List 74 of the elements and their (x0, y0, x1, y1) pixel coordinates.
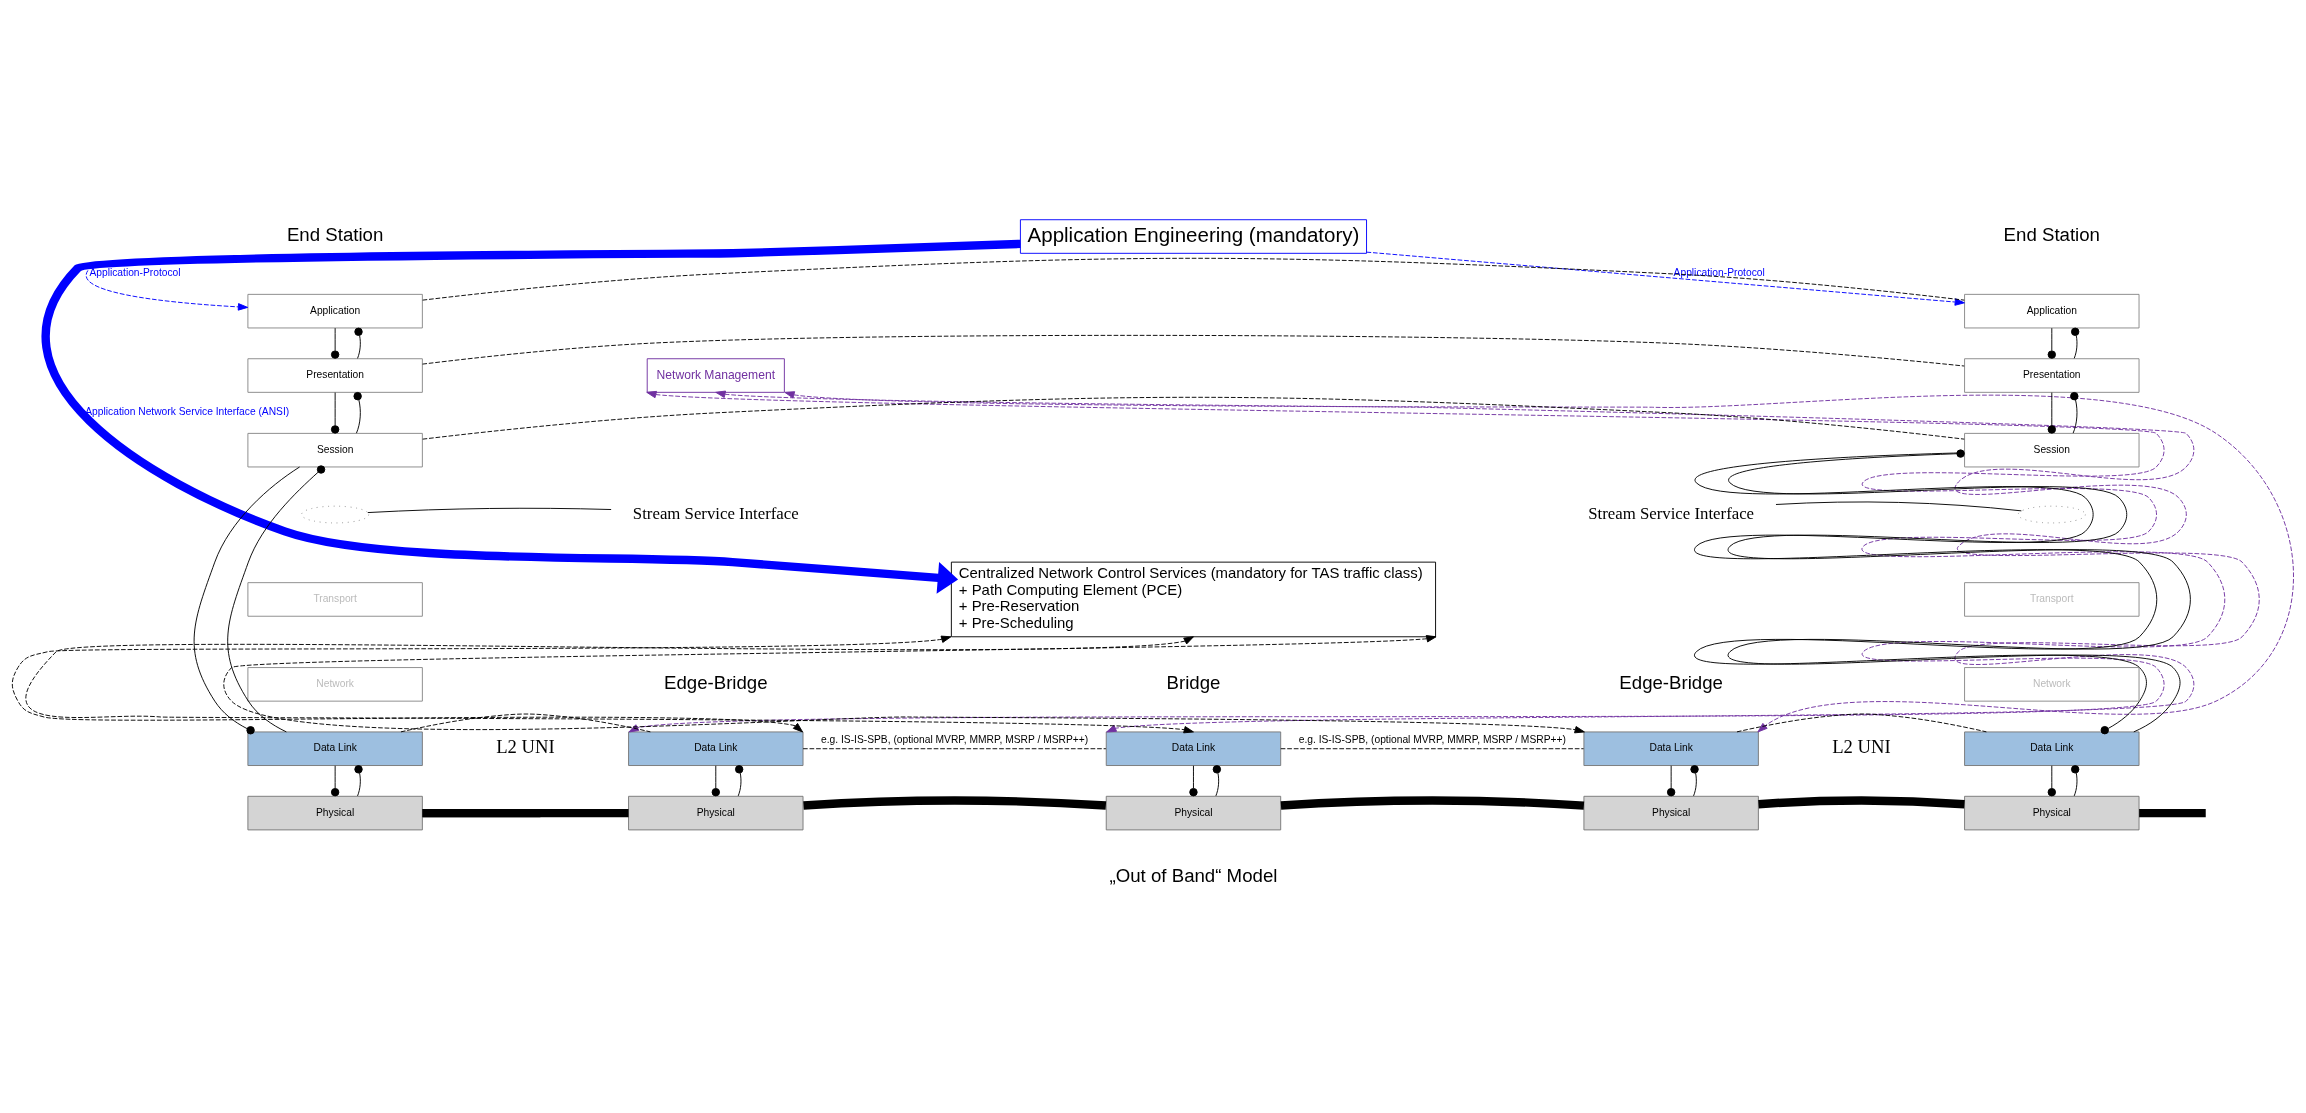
edge-label: Application-Protocol (1673, 266, 1765, 278)
arrow (85, 242, 1021, 311)
node-box: Application (247, 293, 423, 328)
connector (1280, 747, 1585, 749)
label: „Out of Band“ Model (1109, 864, 1278, 886)
connector (2047, 327, 2056, 359)
node-text: Stream Service Interface (632, 503, 799, 523)
connector (1666, 764, 1676, 796)
label: End Station (2003, 223, 2100, 245)
connector (354, 327, 363, 359)
label: Edge-Bridge (663, 671, 768, 693)
connector (803, 795, 1107, 810)
node-box: Data Link (1583, 730, 1759, 766)
connector (354, 764, 363, 796)
node-box: Application Engineering (mandatory) (1019, 218, 1367, 254)
connector (735, 764, 744, 796)
node-box: Data Link (247, 730, 423, 766)
node-box: Data Link (628, 730, 804, 766)
label: L2 UNI (496, 735, 555, 757)
node-box: Centralized Network Control Services (mandatory for TAS traffic class) + Path Computing Element (PCE) + Pre-Reservation + Pre-Scheduling (950, 561, 1437, 637)
label: L2 UNI (1832, 735, 1891, 757)
node-box: Transport (1964, 581, 2140, 617)
connector (422, 396, 1965, 440)
connector (227, 464, 326, 732)
node-box: Session (1964, 432, 2140, 467)
node-box: Presentation (247, 357, 423, 393)
connector (1758, 795, 1965, 808)
node-box: Physical (1105, 795, 1282, 830)
node-box: Session (247, 432, 423, 467)
connector (422, 257, 1965, 301)
connector (422, 808, 629, 817)
connector (1189, 764, 1198, 796)
node-box: Network Management (646, 357, 785, 393)
connector (2139, 808, 2206, 817)
node-box: Data Link (1105, 730, 1282, 766)
connector (1775, 501, 2022, 511)
node-text: Stream Service Interface (1588, 503, 1755, 523)
edge-label: Application-Protocol (89, 266, 181, 278)
connector (2047, 764, 2056, 796)
edge-label: e.g. IS-IS-SPB, (optional MVRP, MMRP, MSRP / MSRP++) (1298, 733, 1566, 745)
node-box: Physical (1583, 795, 1759, 830)
arrow (1366, 251, 1965, 306)
node-box: Transport (247, 581, 423, 617)
connector (2071, 764, 2080, 796)
connector (367, 507, 612, 513)
connector (422, 808, 541, 817)
node-box: Physical (247, 795, 423, 830)
node-box: Physical (1964, 795, 2140, 830)
node-box: Physical (628, 795, 804, 830)
connector (353, 391, 362, 434)
connector (2070, 391, 2079, 434)
label: Bridge (1166, 671, 1221, 693)
connector (330, 764, 340, 796)
arrow (42, 239, 1021, 594)
label: End Station (286, 223, 384, 245)
connector (1280, 795, 1585, 810)
connector (711, 764, 720, 796)
connector (330, 327, 340, 359)
connector (422, 334, 1965, 366)
connector (193, 466, 301, 734)
label: Edge-Bridge (1619, 671, 1723, 693)
connector (802, 747, 1107, 749)
node-box: Network (1964, 666, 2140, 702)
node-box: Data Link (1964, 730, 2140, 766)
node-box: Network (247, 666, 423, 702)
connector (1690, 764, 1699, 796)
connector (1212, 764, 1222, 796)
connector (1736, 713, 1987, 732)
edge-label: e.g. IS-IS-SPB, (optional MVRP, MMRP, MSRP / MSRP++) (821, 733, 1089, 745)
connector (2047, 391, 2056, 434)
node-box: Presentation (1964, 357, 2140, 393)
connector (330, 391, 340, 434)
node-box: Application (1964, 293, 2140, 328)
connector (2071, 327, 2080, 359)
